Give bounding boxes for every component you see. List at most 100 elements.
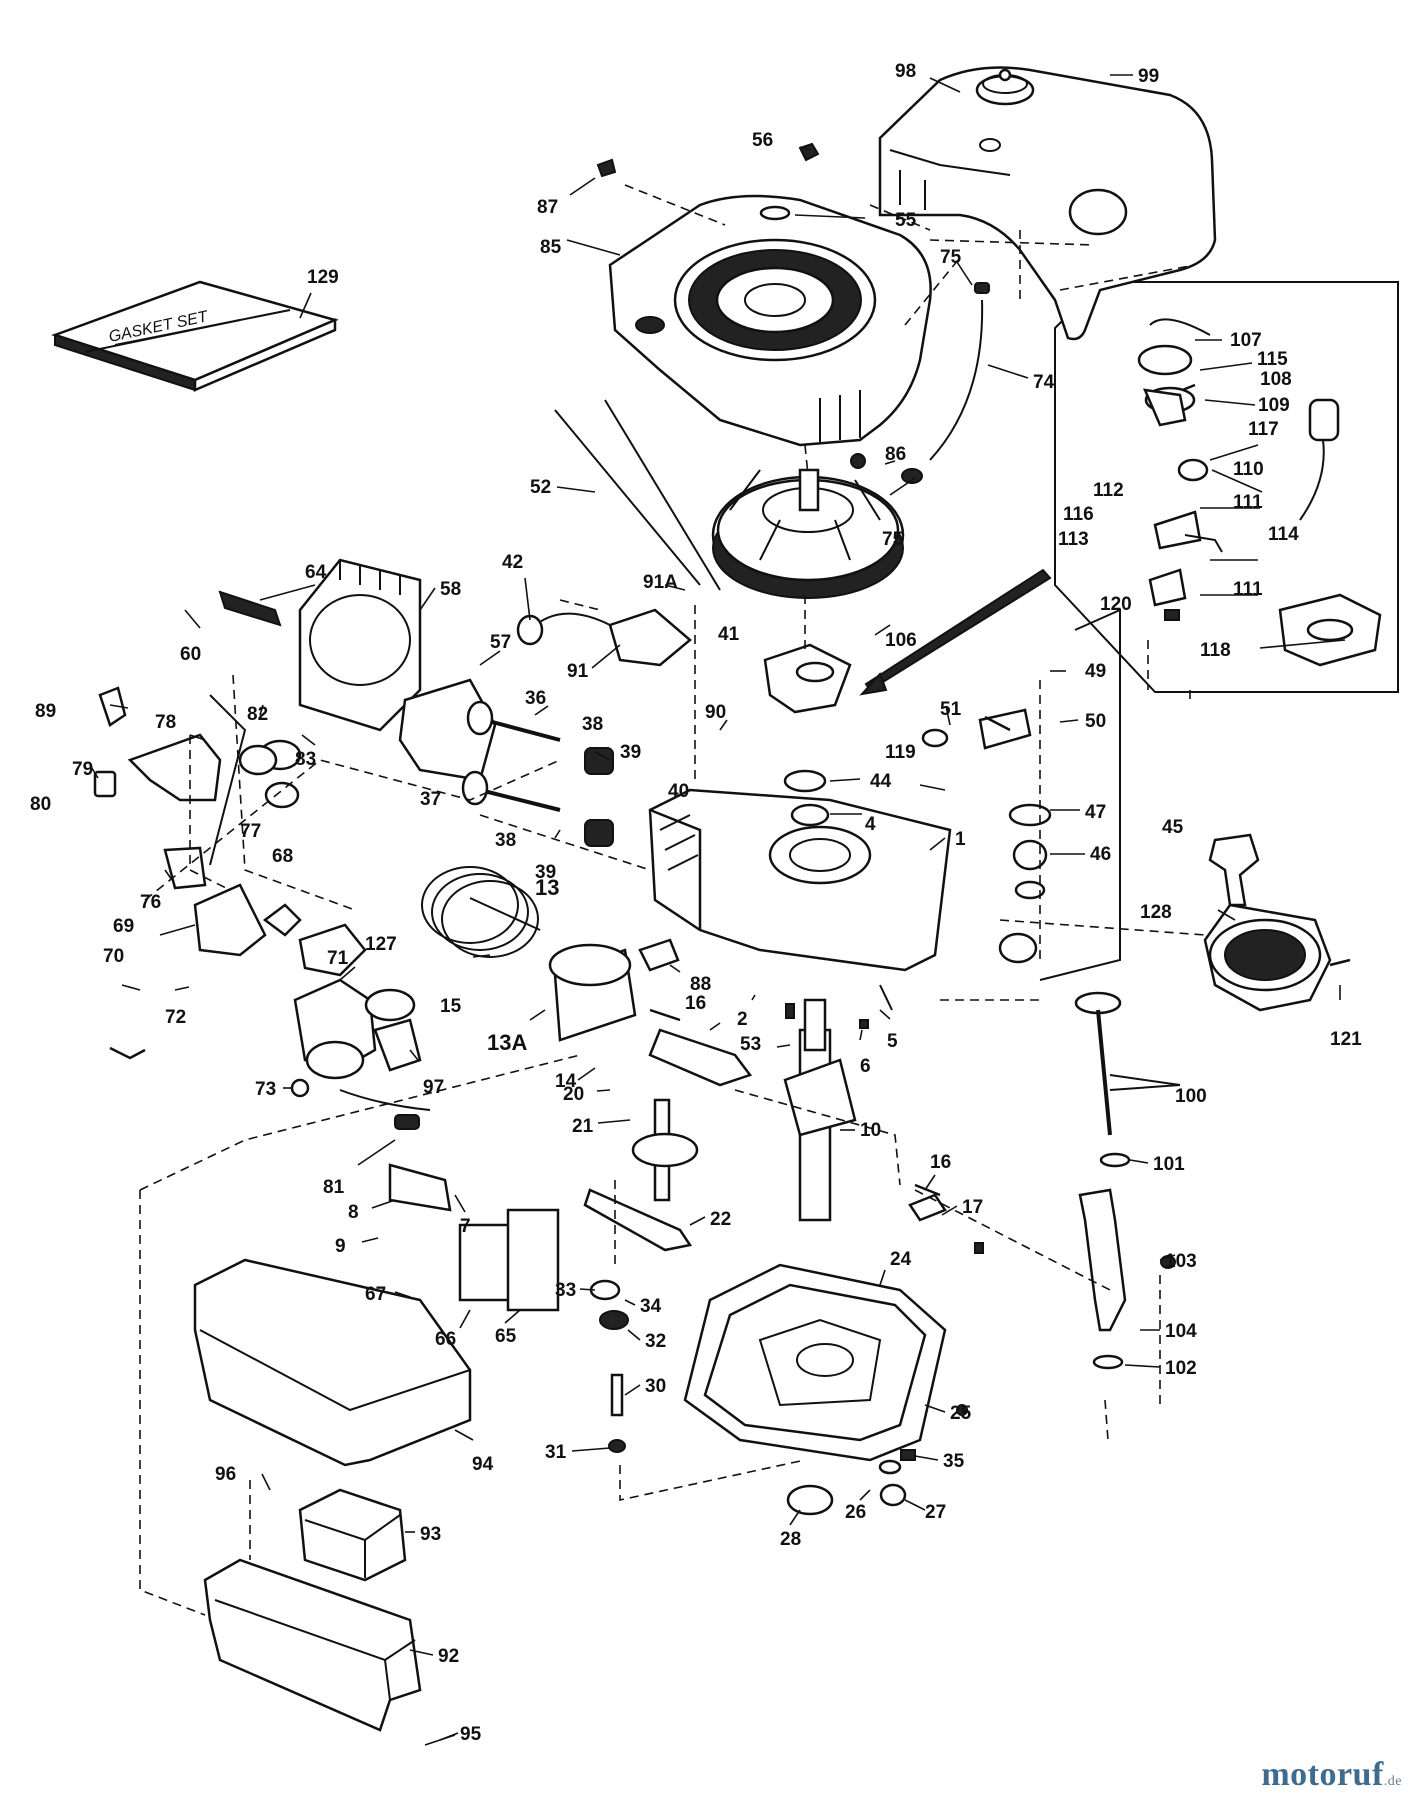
watermark: motoruf.de [1261, 1756, 1402, 1794]
group-brackets [209, 534, 1223, 1091]
watermark-tld: .de [1383, 1774, 1402, 1789]
callout-37: 37 [420, 789, 441, 810]
callout-109: 109 [1258, 395, 1290, 416]
callout-92: 92 [438, 1646, 459, 1667]
callout-107: 107 [1230, 330, 1262, 351]
callout-60: 60 [180, 644, 201, 665]
callout-20: 20 [563, 1084, 584, 1105]
small-parts [93, 68, 1382, 1516]
callout-32: 32 [645, 1331, 666, 1352]
callout-113: 113 [1058, 529, 1089, 550]
callout-50: 50 [1085, 711, 1106, 732]
callout-leaders [89, 74, 1346, 1746]
governor-lever [583, 1188, 693, 1252]
callout-2: 2 [737, 1009, 748, 1030]
callout-66: 66 [435, 1329, 456, 1350]
callout-67: 67 [365, 1284, 386, 1305]
callout-26: 26 [845, 1502, 866, 1523]
callout-88: 88 [690, 974, 711, 995]
callout-56: 56 [752, 130, 773, 151]
callout-96: 96 [215, 1464, 236, 1485]
callout-80: 80 [30, 794, 51, 815]
callout-114: 114 [1268, 524, 1299, 545]
callout-106: 106 [885, 630, 917, 651]
callout-71: 71 [327, 948, 349, 969]
callout-91A: 91A [643, 572, 678, 593]
callout-1: 1 [955, 829, 966, 850]
callout-35: 35 [943, 1451, 965, 1472]
callout-112: 112 [1093, 480, 1124, 501]
callout-65: 65 [495, 1326, 517, 1347]
callout-16-b: 16 [930, 1152, 951, 1173]
callout-25: 25 [950, 1403, 972, 1424]
gasket-set: GASKET SET [51, 280, 339, 392]
callout-36: 36 [525, 688, 546, 709]
callout-85: 85 [540, 237, 562, 258]
callout-78: 78 [155, 712, 176, 733]
callout-34: 34 [640, 1296, 662, 1317]
callout-94: 94 [472, 1454, 494, 1475]
callout-49: 49 [1085, 661, 1106, 682]
callout-39-b: 39 [535, 862, 556, 883]
callout-38-b: 38 [495, 830, 516, 851]
callout-8: 8 [348, 1202, 359, 1223]
callout-55: 55 [895, 210, 917, 231]
callout-14: 14 [555, 1071, 577, 1092]
callout-82: 82 [247, 704, 268, 725]
callout-64: 64 [305, 562, 327, 583]
callout-83: 83 [295, 749, 316, 770]
callout-121: 121 [1330, 1029, 1362, 1050]
callout-7: 7 [460, 1216, 471, 1237]
callout-42: 42 [502, 552, 523, 573]
callout-111: 111 [1233, 492, 1263, 513]
callout-31: 31 [545, 1442, 567, 1463]
callout-119: 119 [885, 742, 916, 763]
callout-75: 75 [940, 247, 962, 268]
callout-45: 45 [1162, 817, 1184, 838]
callout-40: 40 [668, 781, 689, 802]
callout-44: 44 [870, 771, 892, 792]
callout-68: 68 [272, 846, 293, 867]
callout-103: 103 [1165, 1251, 1197, 1272]
callout-27: 27 [925, 1502, 946, 1523]
callout-46: 46 [1090, 844, 1111, 865]
callout-118: 118 [1200, 640, 1231, 661]
air-filter [298, 1488, 407, 1582]
recoil-starter [1203, 833, 1332, 1012]
callout-9: 9 [335, 1236, 346, 1257]
callout-51: 51 [940, 699, 962, 720]
callout-129: 129 [307, 267, 339, 288]
callout-91: 91 [567, 661, 589, 682]
blower-housing [608, 194, 932, 447]
callout-6: 6 [860, 1056, 871, 1077]
callout-13: 13 [535, 875, 559, 900]
callout-110: 110 [1233, 459, 1264, 480]
callout-72: 72 [165, 1007, 186, 1028]
callout-15: 15 [440, 996, 462, 1017]
callout-labels: 98 99 56 87 55 85 75 129 74 107 115 108 … [30, 61, 1362, 1745]
flywheel [711, 468, 905, 599]
callout-117: 117 [1248, 419, 1279, 440]
callout-75-b: 75 [882, 529, 904, 550]
crankcase-cover [683, 1263, 947, 1462]
callout-10: 10 [860, 1120, 881, 1141]
callout-74: 74 [1033, 372, 1055, 393]
callout-104: 104 [1165, 1321, 1197, 1342]
air-cleaner-base [203, 1558, 422, 1732]
callout-99: 99 [1138, 66, 1159, 87]
callout-115: 115 [1257, 349, 1288, 370]
callout-98: 98 [895, 61, 916, 82]
callout-81: 81 [323, 1177, 345, 1198]
callout-128: 128 [1140, 902, 1172, 923]
cylinder-head [218, 558, 422, 732]
callout-86: 86 [885, 444, 906, 465]
engine-block [648, 788, 952, 972]
callout-38: 38 [582, 714, 603, 735]
callout-100: 100 [1175, 1086, 1207, 1107]
callout-58: 58 [440, 579, 461, 600]
callout-52: 52 [530, 477, 551, 498]
callout-108: 108 [1260, 369, 1292, 390]
callout-53: 53 [740, 1034, 761, 1055]
callout-93: 93 [420, 1524, 441, 1545]
callout-120: 120 [1100, 594, 1132, 615]
